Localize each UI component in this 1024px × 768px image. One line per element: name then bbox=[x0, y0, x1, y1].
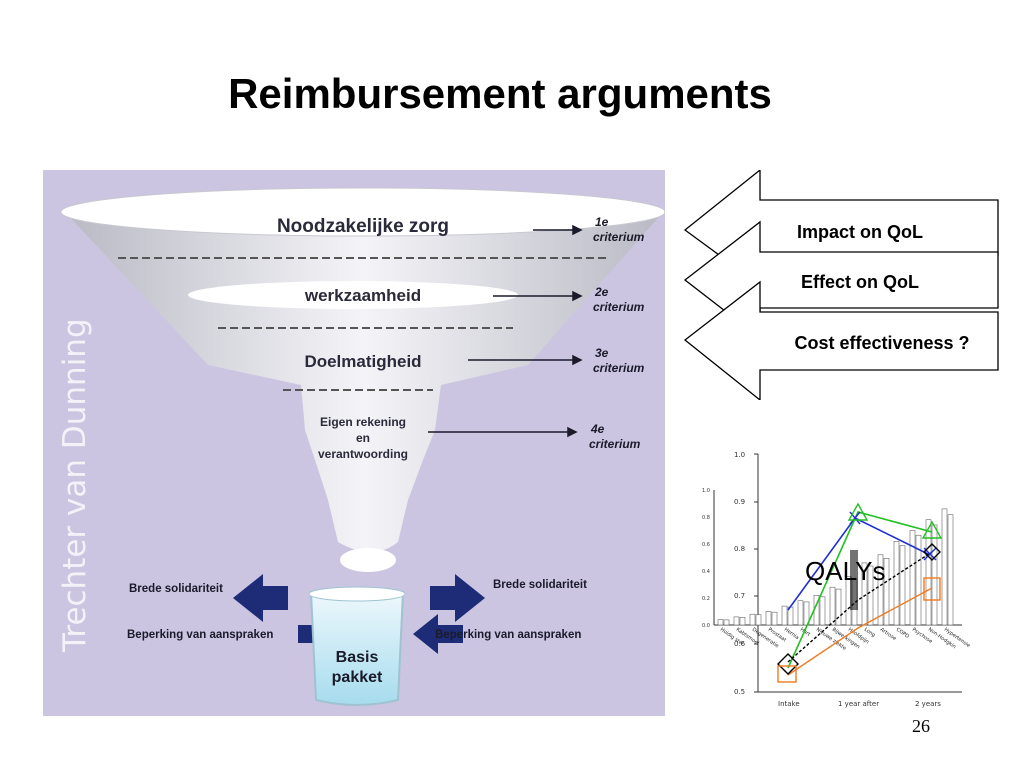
inset-bar bbox=[899, 545, 906, 626]
big-axis-ticks bbox=[754, 453, 758, 693]
inset-bar bbox=[723, 619, 730, 626]
side-label: Trechter van Dunning bbox=[57, 318, 93, 653]
small-ytick-3: 0.6 bbox=[702, 542, 710, 548]
left-label-solidariteit: Brede solidariteit bbox=[129, 583, 223, 595]
left-outward-arrow bbox=[233, 574, 288, 622]
argument-label-1: Impact on QoL bbox=[797, 222, 923, 242]
series-markers bbox=[777, 502, 943, 683]
big-ytick-2: 0.9 bbox=[734, 498, 745, 506]
inset-bar-labels: Huidig stelKabtsmoelDegeneratieProstaatH… bbox=[719, 627, 971, 652]
criterion-2-word: criterium bbox=[593, 300, 645, 314]
level-3-label: Doelmatigheid bbox=[304, 352, 421, 371]
inset-bar bbox=[941, 508, 948, 626]
left-label-beperking: Beperking van aanspraken bbox=[127, 629, 273, 641]
inset-bar bbox=[877, 554, 884, 626]
inset-bar bbox=[925, 519, 932, 626]
inset-bar-label: COPD bbox=[895, 627, 910, 640]
qaly-chart: 1.0 0.9 0.8 0.7 0.6 0.5 Intake 1 year af… bbox=[702, 451, 971, 708]
series-line-orange bbox=[787, 587, 933, 676]
criterion-2-num: 2e bbox=[594, 285, 609, 299]
xtick-2-years: 2 years bbox=[915, 700, 941, 708]
inset-bar bbox=[749, 613, 756, 626]
xtick-1-year: 1 year after bbox=[838, 700, 879, 708]
inset-bar bbox=[915, 534, 922, 626]
right-label-solidariteit: Brede solidariteit bbox=[493, 579, 587, 591]
inset-bar bbox=[829, 586, 836, 626]
argument-label-3: Cost effectiveness ? bbox=[794, 333, 969, 353]
criterion-4-word: criterium bbox=[589, 437, 641, 451]
big-ytick-4: 0.7 bbox=[734, 592, 745, 600]
xtick-intake: Intake bbox=[778, 700, 800, 708]
criterion-3-word: criterium bbox=[593, 361, 645, 375]
qaly-overlay-text: QALYs bbox=[805, 556, 885, 586]
beaker-rim bbox=[308, 586, 406, 602]
inset-bar bbox=[835, 588, 842, 626]
inset-bar bbox=[883, 558, 890, 626]
small-ytick-6: 0.0 bbox=[702, 623, 710, 629]
small-ytick-2: 0.8 bbox=[702, 515, 710, 521]
criterion-3-num: 3e bbox=[595, 346, 609, 360]
argument-arrows: Impact on QoL Effect on QoL Cost effecti… bbox=[683, 170, 999, 400]
inset-bar bbox=[755, 614, 762, 626]
level-1-label: Noodzakelijke zorg bbox=[277, 216, 449, 237]
level-4-label-line-3: verantwoording bbox=[318, 447, 408, 461]
right-inward-arrow bbox=[413, 614, 463, 654]
small-ytick-5: 0.2 bbox=[702, 596, 710, 602]
level-4-label-line-2: en bbox=[356, 431, 370, 445]
beaker bbox=[309, 591, 405, 706]
slide-title: Reimbursement arguments bbox=[228, 70, 772, 117]
inset-bar bbox=[947, 514, 954, 626]
series-line-green bbox=[787, 511, 933, 669]
funnel-outlet bbox=[340, 548, 396, 572]
inset-bar bbox=[819, 596, 826, 626]
small-ytick-1: 1.0 bbox=[702, 488, 710, 494]
inset-bar bbox=[765, 611, 772, 626]
inset-bar bbox=[893, 541, 900, 626]
page-number: 26 bbox=[912, 716, 930, 736]
beaker-label-line-1: Basis bbox=[336, 649, 379, 666]
big-ytick-1: 1.0 bbox=[734, 451, 745, 459]
argument-arrow-3 bbox=[683, 280, 999, 400]
big-ytick-6: 0.5 bbox=[734, 688, 745, 696]
inset-bar bbox=[739, 617, 746, 626]
inset-bar bbox=[781, 605, 788, 626]
level-2-label: werkzaamheid bbox=[304, 286, 421, 305]
inset-bar bbox=[867, 565, 874, 626]
inset-bar bbox=[909, 530, 916, 626]
right-label-beperking: Beperking van aanspraken bbox=[435, 629, 581, 641]
series-line-black bbox=[787, 551, 933, 663]
inset-bar bbox=[717, 619, 724, 626]
inset-bar bbox=[931, 524, 938, 626]
small-ytick-4: 0.4 bbox=[702, 569, 710, 575]
inset-bar-label: Artrose bbox=[879, 627, 897, 642]
inset-bar bbox=[733, 616, 740, 626]
criterion-arrows bbox=[428, 224, 583, 438]
dunning-funnel-diagram: Noodzakelijke zorg werkzaamheid Doelmati… bbox=[43, 170, 665, 716]
argument-label-2: Effect on QoL bbox=[801, 272, 919, 292]
inset-bar bbox=[797, 600, 804, 626]
funnel-rim bbox=[60, 187, 665, 237]
inset-bar-label: Hart bbox=[799, 627, 811, 638]
big-ytick-5: 0.6 bbox=[734, 640, 746, 648]
right-outward-arrow bbox=[430, 574, 485, 622]
qaly-cursor-mark bbox=[850, 550, 858, 610]
criterion-1-num: 1e bbox=[595, 215, 609, 229]
beaker-label-line-2: pakket bbox=[332, 669, 383, 686]
inset-bar-label: Long bbox=[863, 627, 876, 639]
level-2-ellipse bbox=[188, 281, 518, 309]
level-4-label-line-1: Eigen rekening bbox=[320, 415, 406, 429]
criterion-4-num: 4e bbox=[590, 422, 605, 436]
inset-bar bbox=[771, 611, 778, 626]
criterion-1-word: criterium bbox=[593, 230, 645, 244]
big-ytick-3: 0.8 bbox=[734, 545, 745, 553]
